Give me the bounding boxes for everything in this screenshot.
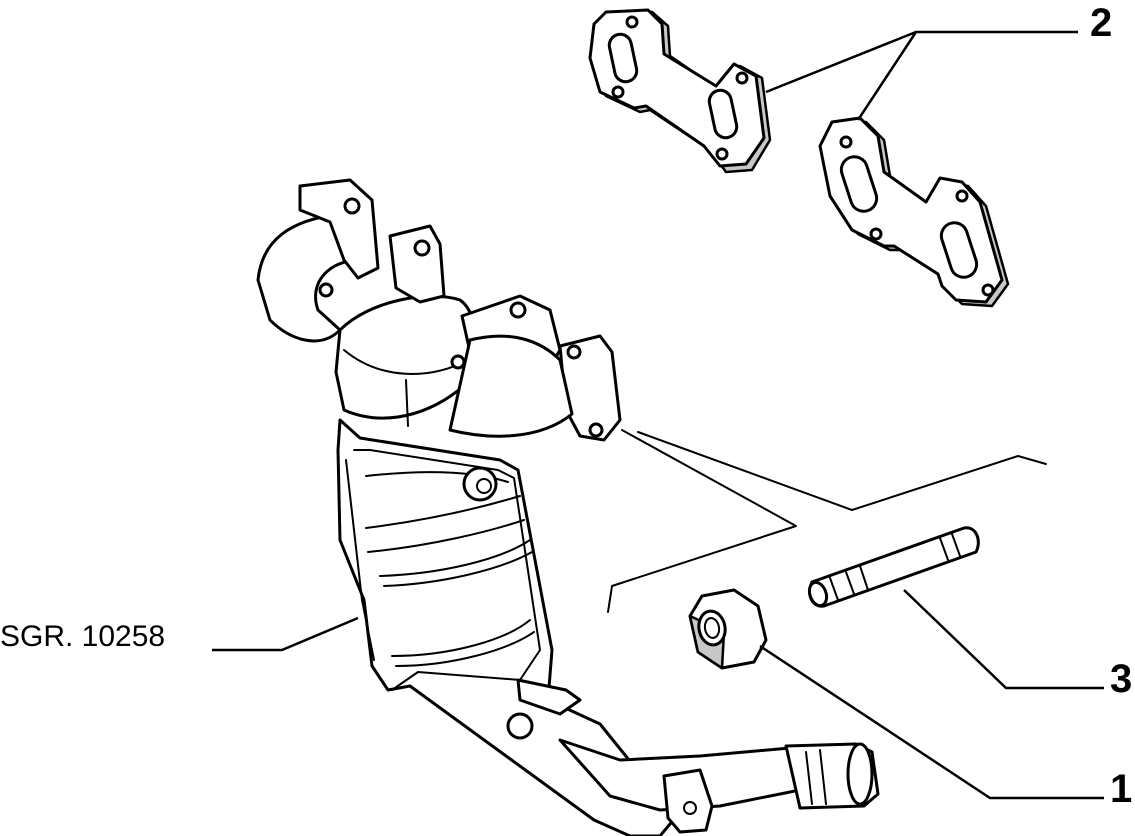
- gasket-upper: [588, 8, 772, 174]
- leader-gaskets: [765, 30, 1078, 121]
- callout-1: 1: [1110, 767, 1132, 811]
- leader-nut: [759, 644, 1104, 800]
- reference-label: SGR. 10258: [0, 620, 165, 653]
- stud: [807, 526, 980, 608]
- gasket-lower: [818, 116, 1010, 308]
- hex-nut: [688, 588, 768, 670]
- callout-3: 3: [1110, 657, 1132, 701]
- leader-stud: [903, 589, 1104, 690]
- leader-reference: [212, 616, 359, 652]
- callout-2: 2: [1090, 1, 1112, 45]
- exhaust-manifold-catalyst: [256, 178, 880, 836]
- engine-outline: [607, 429, 1047, 613]
